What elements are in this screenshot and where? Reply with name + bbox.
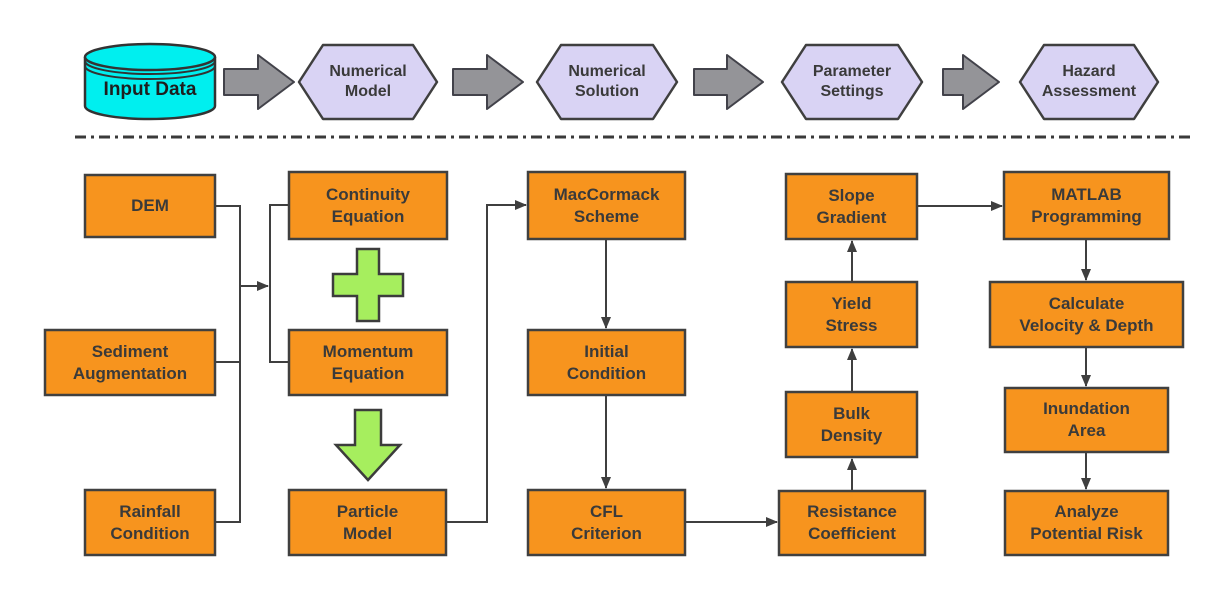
node-box-inundation-area: [1003, 386, 1170, 454]
block-arrow-icon-3: [693, 54, 764, 110]
database-cylinder-icon: [83, 42, 217, 121]
node-box-bulk-density: [784, 390, 919, 459]
block-arrow-icon-2: [452, 54, 524, 110]
hexagon-hazard-assessment: [1018, 43, 1160, 121]
node-box-continuity-equation: [287, 170, 449, 241]
hexagon-parameter-settings: [780, 43, 924, 121]
node-box-slope-gradient: [784, 172, 919, 241]
connector-inputs-bracket: [215, 205, 241, 523]
node-box-sediment-augmentation: [43, 328, 217, 397]
node-box-momentum-equation: [287, 328, 449, 397]
node-box-cfl-criterion: [526, 488, 687, 557]
arrow-down-icon: [333, 408, 403, 482]
node-box-rainfall-condition: [83, 488, 217, 557]
node-box-calculate-velocity-depth: [988, 280, 1185, 349]
block-arrow-icon-4: [942, 54, 1000, 110]
node-box-particle-model: [287, 488, 448, 557]
connector-equations-bracket: [269, 204, 289, 363]
node-box-maccormack-scheme: [526, 170, 687, 241]
node-box-initial-condition: [526, 328, 687, 397]
node-box-resistance-coefficient: [777, 489, 927, 557]
node-box-dem: [83, 173, 217, 239]
connector-particle-to-maccormack: [446, 200, 527, 523]
plus-icon: [331, 247, 405, 323]
node-box-matlab-programming: [1002, 170, 1171, 241]
node-box-analyze-potential-risk: [1003, 489, 1170, 557]
block-arrow-icon-1: [223, 54, 295, 110]
hexagon-numerical-solution: [535, 43, 679, 121]
node-box-yield-stress: [784, 280, 919, 349]
hexagon-numerical-model: [297, 43, 439, 121]
